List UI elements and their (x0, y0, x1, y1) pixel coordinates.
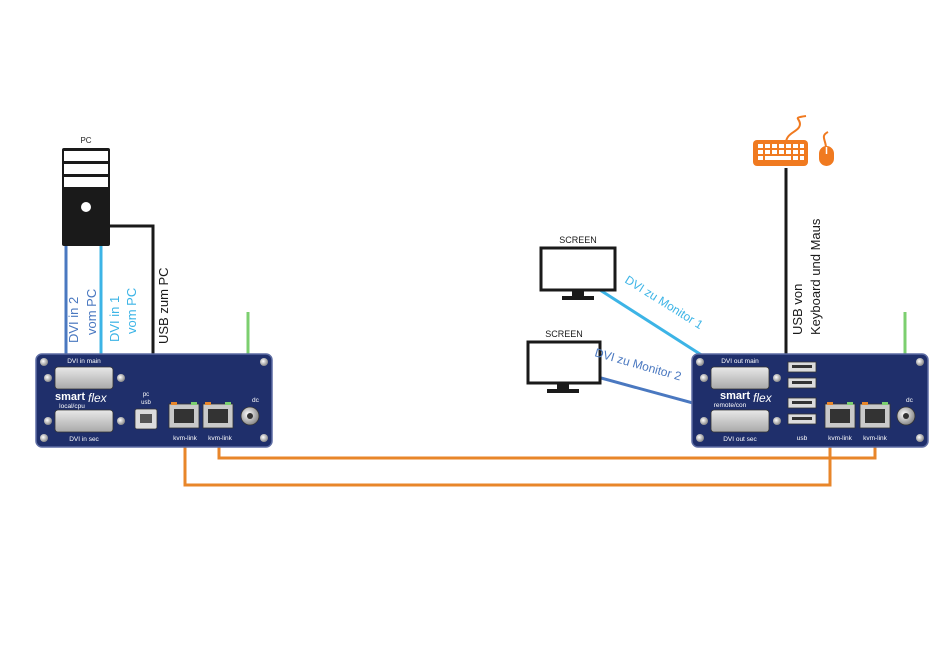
local-dvi-sec-label: DVI in sec (69, 436, 99, 443)
usb-keyboard-label-2: Keyboard und Maus (808, 218, 823, 335)
dvi-in-1-from-label: vom PC (124, 288, 139, 334)
local-kvm-1-label: kvm-link (173, 435, 198, 442)
pc-title: PC (80, 136, 91, 145)
local-brand: smart (55, 391, 85, 403)
keyboard-icon (753, 116, 808, 166)
local-usb-bottom-label: usb (141, 400, 151, 406)
dvi-in-1-label: DVI in 1 (107, 296, 122, 342)
remote-brand-script: flex (753, 391, 773, 405)
remote-kvm-2-label: kvm-link (863, 435, 888, 442)
screen-lower-title: SCREEN (545, 329, 583, 339)
remote-usb-label: usb (797, 435, 808, 442)
local-usb-top-label: pc (143, 392, 149, 398)
screen-upper-title: SCREEN (559, 235, 597, 245)
remote-model: remote/con (714, 402, 747, 409)
usb-pc-label: USB zum PC (156, 267, 171, 344)
dvi-monitor-1-label: DVI zu Monitor 1 (622, 273, 705, 332)
local-brand-script: flex (88, 391, 108, 405)
dvi-main-port-remote (711, 367, 769, 389)
usb-keyboard-label: USB von (790, 284, 805, 335)
pc-tower (62, 148, 110, 246)
remote-kvm-1-label: kvm-link (828, 435, 853, 442)
remote-dc-label: dc (906, 397, 914, 404)
local-kvm-2-label: kvm-link (208, 435, 233, 442)
dvi-in-2-label: DVI in 2 (66, 297, 81, 343)
dvi-sec-port-local (55, 410, 113, 432)
mouse-icon (819, 132, 834, 166)
dvi-main-port-local (55, 367, 113, 389)
dvi-in-2-from-label: vom PC (84, 289, 99, 335)
local-dvi-main-label: DVI in main (67, 358, 101, 365)
remote-dvi-main-label: DVI out main (721, 358, 759, 365)
dvi-monitor-2-label: DVI zu Monitor 2 (593, 345, 683, 383)
remote-brand: smart (720, 390, 750, 402)
dvi-sec-port-remote (711, 410, 769, 432)
screen-lower (528, 342, 600, 393)
local-model: local/cpu (59, 403, 85, 410)
remote-dvi-sec-label: DVI out sec (723, 436, 757, 443)
local-dc-label: dc (252, 397, 260, 404)
